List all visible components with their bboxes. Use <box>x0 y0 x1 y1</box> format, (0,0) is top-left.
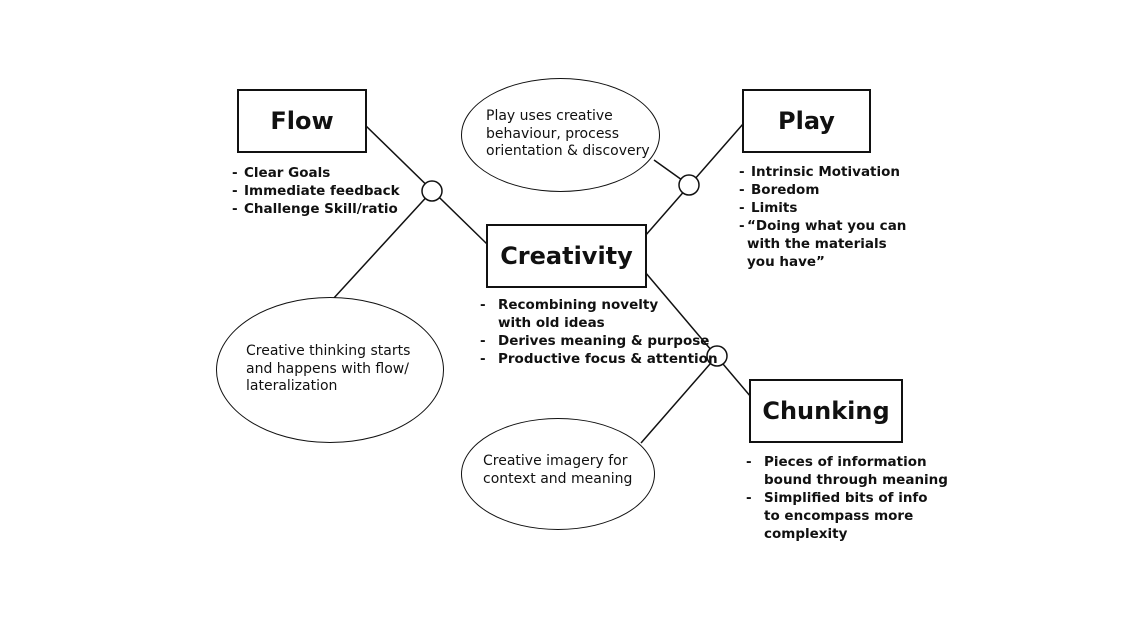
creativity-bullets: -Recombining novelty with old ideas -Der… <box>480 296 718 368</box>
connector-creativity-chunking <box>644 271 752 398</box>
ellipse-creativity-chunking <box>461 418 655 530</box>
node-creativity-title: Creativity <box>500 242 633 270</box>
ellipse-play-creativity <box>461 78 660 192</box>
list-item: -Derives meaning & purpose <box>480 333 710 349</box>
list-item: -Boredom <box>739 182 820 198</box>
junction-creativity-chunking <box>706 345 728 367</box>
list-item: -Recombining novelty with old ideas <box>480 297 659 331</box>
node-creativity: Creativity <box>486 224 647 288</box>
connector-flow-ellipse <box>332 190 433 300</box>
connector-chunking-ellipse <box>640 355 718 444</box>
list-item: -Clear Goals <box>232 165 331 181</box>
list-item: -Pieces of information bound through mea… <box>746 454 948 488</box>
junction-flow-creativity <box>421 180 443 202</box>
list-item: -Challenge Skill/ratio <box>232 201 398 217</box>
node-flow-title: Flow <box>270 107 334 135</box>
play-bullets: -Intrinsic Motivation -Boredom -Limits -… <box>739 163 906 271</box>
junction-play-creativity <box>678 174 700 196</box>
list-item: -Intrinsic Motivation <box>739 164 901 180</box>
ellipse-flow-creativity-text: Creative thinking starts and happens wit… <box>246 343 411 394</box>
ellipse-creativity-chunking-text: Creative imagery for context and meaning <box>483 453 633 487</box>
list-item: -Simplified bits of info to encompass mo… <box>746 490 928 542</box>
list-item: -Limits <box>739 200 798 216</box>
node-play: Play <box>742 89 871 153</box>
node-play-title: Play <box>778 107 835 135</box>
flow-bullets: -Clear Goals -Immediate feedback -Challe… <box>232 164 400 218</box>
ellipse-flow-creativity <box>216 297 444 443</box>
node-flow: Flow <box>237 89 367 153</box>
chunking-bullets: -Pieces of information bound through mea… <box>746 453 948 543</box>
list-item: -Immediate feedback <box>232 183 400 199</box>
list-item: -Productive focus & attention <box>480 351 718 367</box>
ellipse-play-creativity-text: Play uses creative behaviour, process or… <box>486 108 650 159</box>
node-chunking-title: Chunking <box>762 397 890 425</box>
list-item: -“Doing what you can with the materials … <box>739 218 907 270</box>
node-chunking: Chunking <box>749 379 903 443</box>
